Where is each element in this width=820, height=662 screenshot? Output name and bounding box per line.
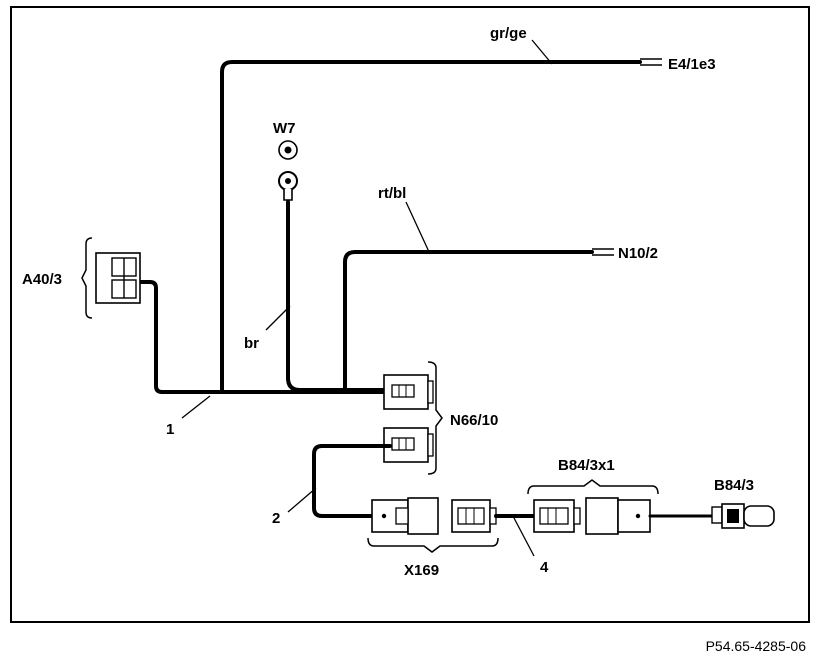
label-n66-10: N66/10 [450, 412, 498, 429]
label-br: br [244, 335, 259, 352]
label-e4-1e3: E4/1e3 [668, 56, 716, 73]
leader-4 [513, 517, 535, 557]
connector-b84-3x1-right [585, 497, 651, 535]
connector-b84-3x1-left [533, 499, 581, 533]
label-w7: W7 [273, 120, 296, 137]
label-gr-ge: gr/ge [490, 25, 527, 42]
label-1: 1 [166, 421, 174, 438]
label-n10-2: N10/2 [618, 245, 658, 262]
wire-a40-3 [126, 280, 394, 394]
label-b84-3x1: B84/3x1 [558, 457, 615, 474]
bracket-x169 [367, 537, 499, 553]
label-a40-3: A40/3 [22, 271, 62, 288]
leader-br [265, 305, 291, 331]
leader-1 [181, 395, 211, 419]
ground-point-w7 [278, 140, 298, 160]
wire-rt-bl [343, 250, 594, 394]
connector-a40-3 [81, 237, 141, 319]
connector-x169-left [371, 497, 439, 535]
figure-reference: P54.65-4285-06 [705, 638, 806, 654]
leader-rt-bl [405, 201, 431, 255]
wire-gr-ge [220, 60, 642, 394]
bracket-b84-3x1 [527, 479, 659, 495]
label-b84-3: B84/3 [714, 477, 754, 494]
connector-n66-10-upper [383, 374, 434, 410]
leader-2 [287, 487, 317, 513]
label-4: 4 [540, 559, 549, 576]
label-x169: X169 [404, 562, 439, 579]
leader-gr-ge [531, 39, 553, 65]
label-rt-bl: rt/bl [378, 185, 406, 202]
sensor-b84-3 [711, 503, 775, 529]
wire-br [286, 200, 394, 392]
label-2: 2 [272, 510, 280, 527]
bracket-n66-10 [427, 361, 443, 475]
connector-x169-right [451, 499, 497, 533]
ring-terminal [278, 171, 298, 201]
diagram-frame [10, 6, 810, 623]
